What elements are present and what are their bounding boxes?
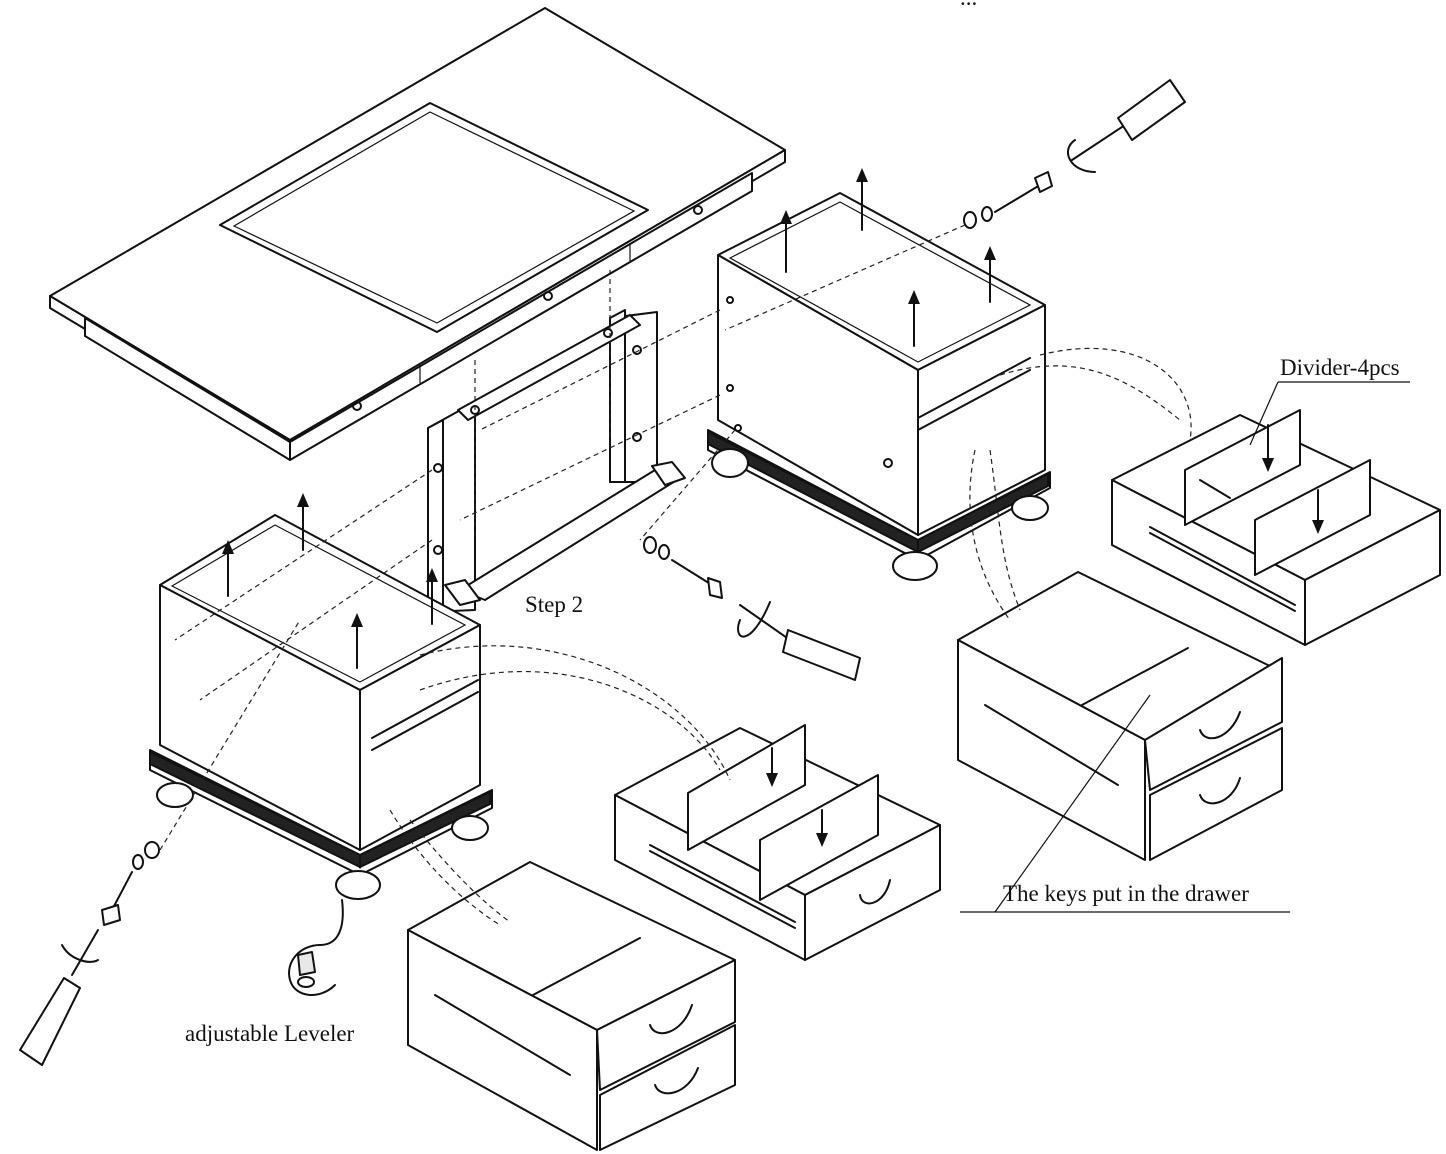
washer-icon (132, 854, 144, 870)
arrow-up-icon (297, 493, 309, 551)
arrow-up-icon (780, 210, 792, 273)
middle-frame (427, 270, 686, 613)
divider-label: Divider-4pcs (1280, 355, 1400, 380)
arrow-down-icon (1312, 489, 1324, 534)
arrow-up-icon (908, 290, 920, 347)
bolt-icon (994, 171, 1053, 213)
arrow-up-icon (222, 540, 234, 597)
screwdriver-icon (739, 604, 861, 681)
rotation-arrow-icon (1066, 139, 1096, 173)
washer-icon (981, 206, 993, 222)
drawer-handle-icon (859, 879, 891, 905)
arrow-up-icon (351, 613, 363, 669)
bolt-icon (101, 871, 133, 926)
arrow-up-icon (426, 568, 438, 625)
drawer-handle-icon (654, 1067, 699, 1095)
bolt-icon (671, 559, 723, 599)
drawer-divider-right (1111, 409, 1441, 646)
drawer-handle-icon (649, 1004, 693, 1035)
drawer-pair-right (957, 571, 1283, 861)
washer-icon (658, 544, 670, 560)
drawer-divider-left (614, 724, 941, 961)
drawer-handle-icon (1199, 777, 1241, 805)
top-right-fastener (963, 79, 1186, 229)
washer-icon (963, 211, 977, 229)
screwdriver-icon (19, 929, 99, 1066)
step-label: Step 2 (525, 592, 584, 617)
leveler-label: adjustable Leveler (185, 1021, 355, 1046)
leader-lines (960, 381, 1410, 913)
arrow-up-icon (984, 246, 996, 303)
drawer-pair-left (407, 861, 736, 1151)
table-top (49, 7, 786, 461)
washer-icon (144, 841, 160, 859)
drawer-handle-icon (1199, 711, 1241, 740)
rotation-arrow-icon (737, 601, 771, 638)
bottom-left-fastener (19, 841, 160, 1066)
right-cabinet (707, 192, 1051, 581)
arrow-up-icon (856, 168, 868, 231)
washer-icon (643, 536, 657, 554)
assembly-guides (159, 224, 1192, 926)
rotation-arrow-icon (61, 944, 99, 963)
middle-fastener (643, 536, 861, 681)
arrow-down-icon (766, 747, 778, 787)
screwdriver-icon (1071, 79, 1186, 161)
arrow-down-icon (816, 809, 828, 847)
clipped-top-label: ... (960, 0, 977, 9)
keys-label: The keys put in the drawer (1003, 881, 1249, 906)
leveler-detail (288, 899, 344, 997)
arrow-up-icons (222, 168, 996, 669)
arrow-down-icon (1262, 424, 1274, 472)
